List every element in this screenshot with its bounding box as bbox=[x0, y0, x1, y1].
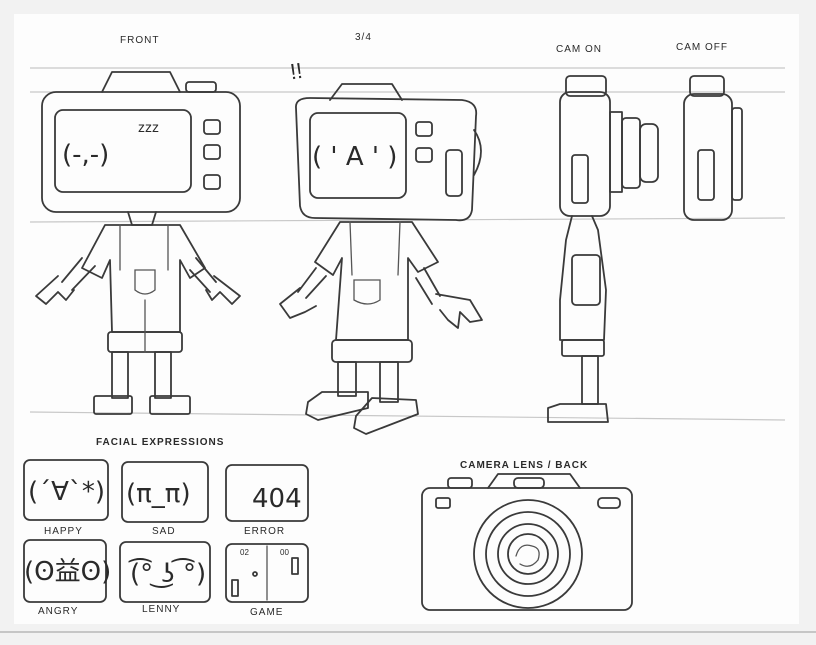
camera-lens-back-drawing bbox=[421, 473, 633, 611]
score-right: 00 bbox=[280, 548, 289, 557]
label-three-quarter: 3/4 bbox=[355, 32, 372, 43]
front-view-character: (-,-) zzz bbox=[35, 71, 241, 415]
expression-face: (´∀`*) bbox=[28, 477, 105, 507]
expression-face: (ʘ益ʘ) bbox=[24, 557, 111, 587]
side-view-cam-on bbox=[547, 75, 659, 423]
expression-angry: (ʘ益ʘ) ANGRY bbox=[23, 539, 111, 617]
label-cam-on: CAM ON bbox=[556, 44, 602, 55]
expression-face: (π_π) bbox=[126, 479, 191, 509]
exclaim-marks: !! bbox=[288, 58, 304, 84]
expression-label: ANGRY bbox=[38, 606, 78, 617]
label-cam-off: CAM OFF bbox=[676, 42, 728, 53]
expression-label: SAD bbox=[152, 526, 176, 537]
sleep-zzz-text: zzz bbox=[138, 119, 159, 135]
expression-label: GAME bbox=[250, 607, 283, 618]
expression-sad: (π_π) SAD bbox=[121, 461, 209, 537]
expression-label: HAPPY bbox=[44, 526, 83, 537]
expression-game: 02 00 GAME bbox=[225, 543, 309, 618]
expression-face: (͡° ͜ʖ ͡°) bbox=[128, 556, 206, 589]
score-left: 02 bbox=[240, 548, 249, 557]
label-front: FRONT bbox=[120, 35, 159, 46]
expression-error: 404 ERROR bbox=[225, 464, 309, 537]
three-quarter-view-character: !! ( ' A ' ) bbox=[279, 58, 483, 435]
three-quarter-face-text: ( ' A ' ) bbox=[312, 142, 397, 172]
facial-expressions-title: FACIAL EXPRESSIONS bbox=[96, 437, 224, 448]
expression-label: LENNY bbox=[142, 604, 180, 615]
expression-happy: (´∀`*) HAPPY bbox=[23, 459, 109, 537]
expression-face: 404 bbox=[252, 484, 302, 514]
expression-label: ERROR bbox=[244, 526, 285, 537]
expression-lenny: (͡° ͜ʖ ͡°) LENNY bbox=[119, 541, 211, 615]
side-view-cam-off bbox=[683, 75, 743, 221]
camera-back-title: CAMERA LENS / BACK bbox=[460, 460, 588, 471]
front-face-text: (-,-) bbox=[62, 140, 109, 170]
